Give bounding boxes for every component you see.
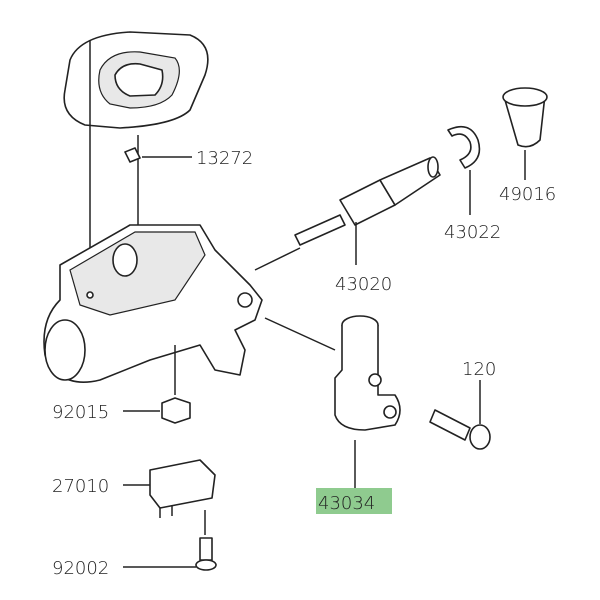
reservoir-cap-part	[63, 31, 209, 129]
label-92002[interactable]: 92002	[52, 558, 109, 579]
brake-switch-part	[149, 459, 216, 518]
clamp-part	[334, 315, 401, 431]
nut-part	[161, 397, 191, 424]
circlip-part	[447, 125, 481, 169]
label-43034[interactable]: 43034	[318, 493, 375, 514]
master-cylinder-body-part	[43, 224, 263, 384]
clip-part	[124, 147, 141, 163]
label-120[interactable]: 120	[462, 359, 496, 380]
label-43022[interactable]: 43022	[444, 222, 501, 243]
label-13272[interactable]: 13272	[196, 148, 253, 169]
label-92015[interactable]: 92015	[52, 402, 109, 423]
piston-assembly-part	[294, 156, 441, 246]
label-49016[interactable]: 49016	[499, 184, 556, 205]
label-27010[interactable]: 27010	[52, 476, 109, 497]
bolt-part	[429, 409, 491, 450]
highlight-43034	[316, 488, 392, 514]
label-43020[interactable]: 43020	[335, 274, 392, 295]
screw-part	[195, 537, 217, 571]
boot-part	[502, 87, 548, 148]
